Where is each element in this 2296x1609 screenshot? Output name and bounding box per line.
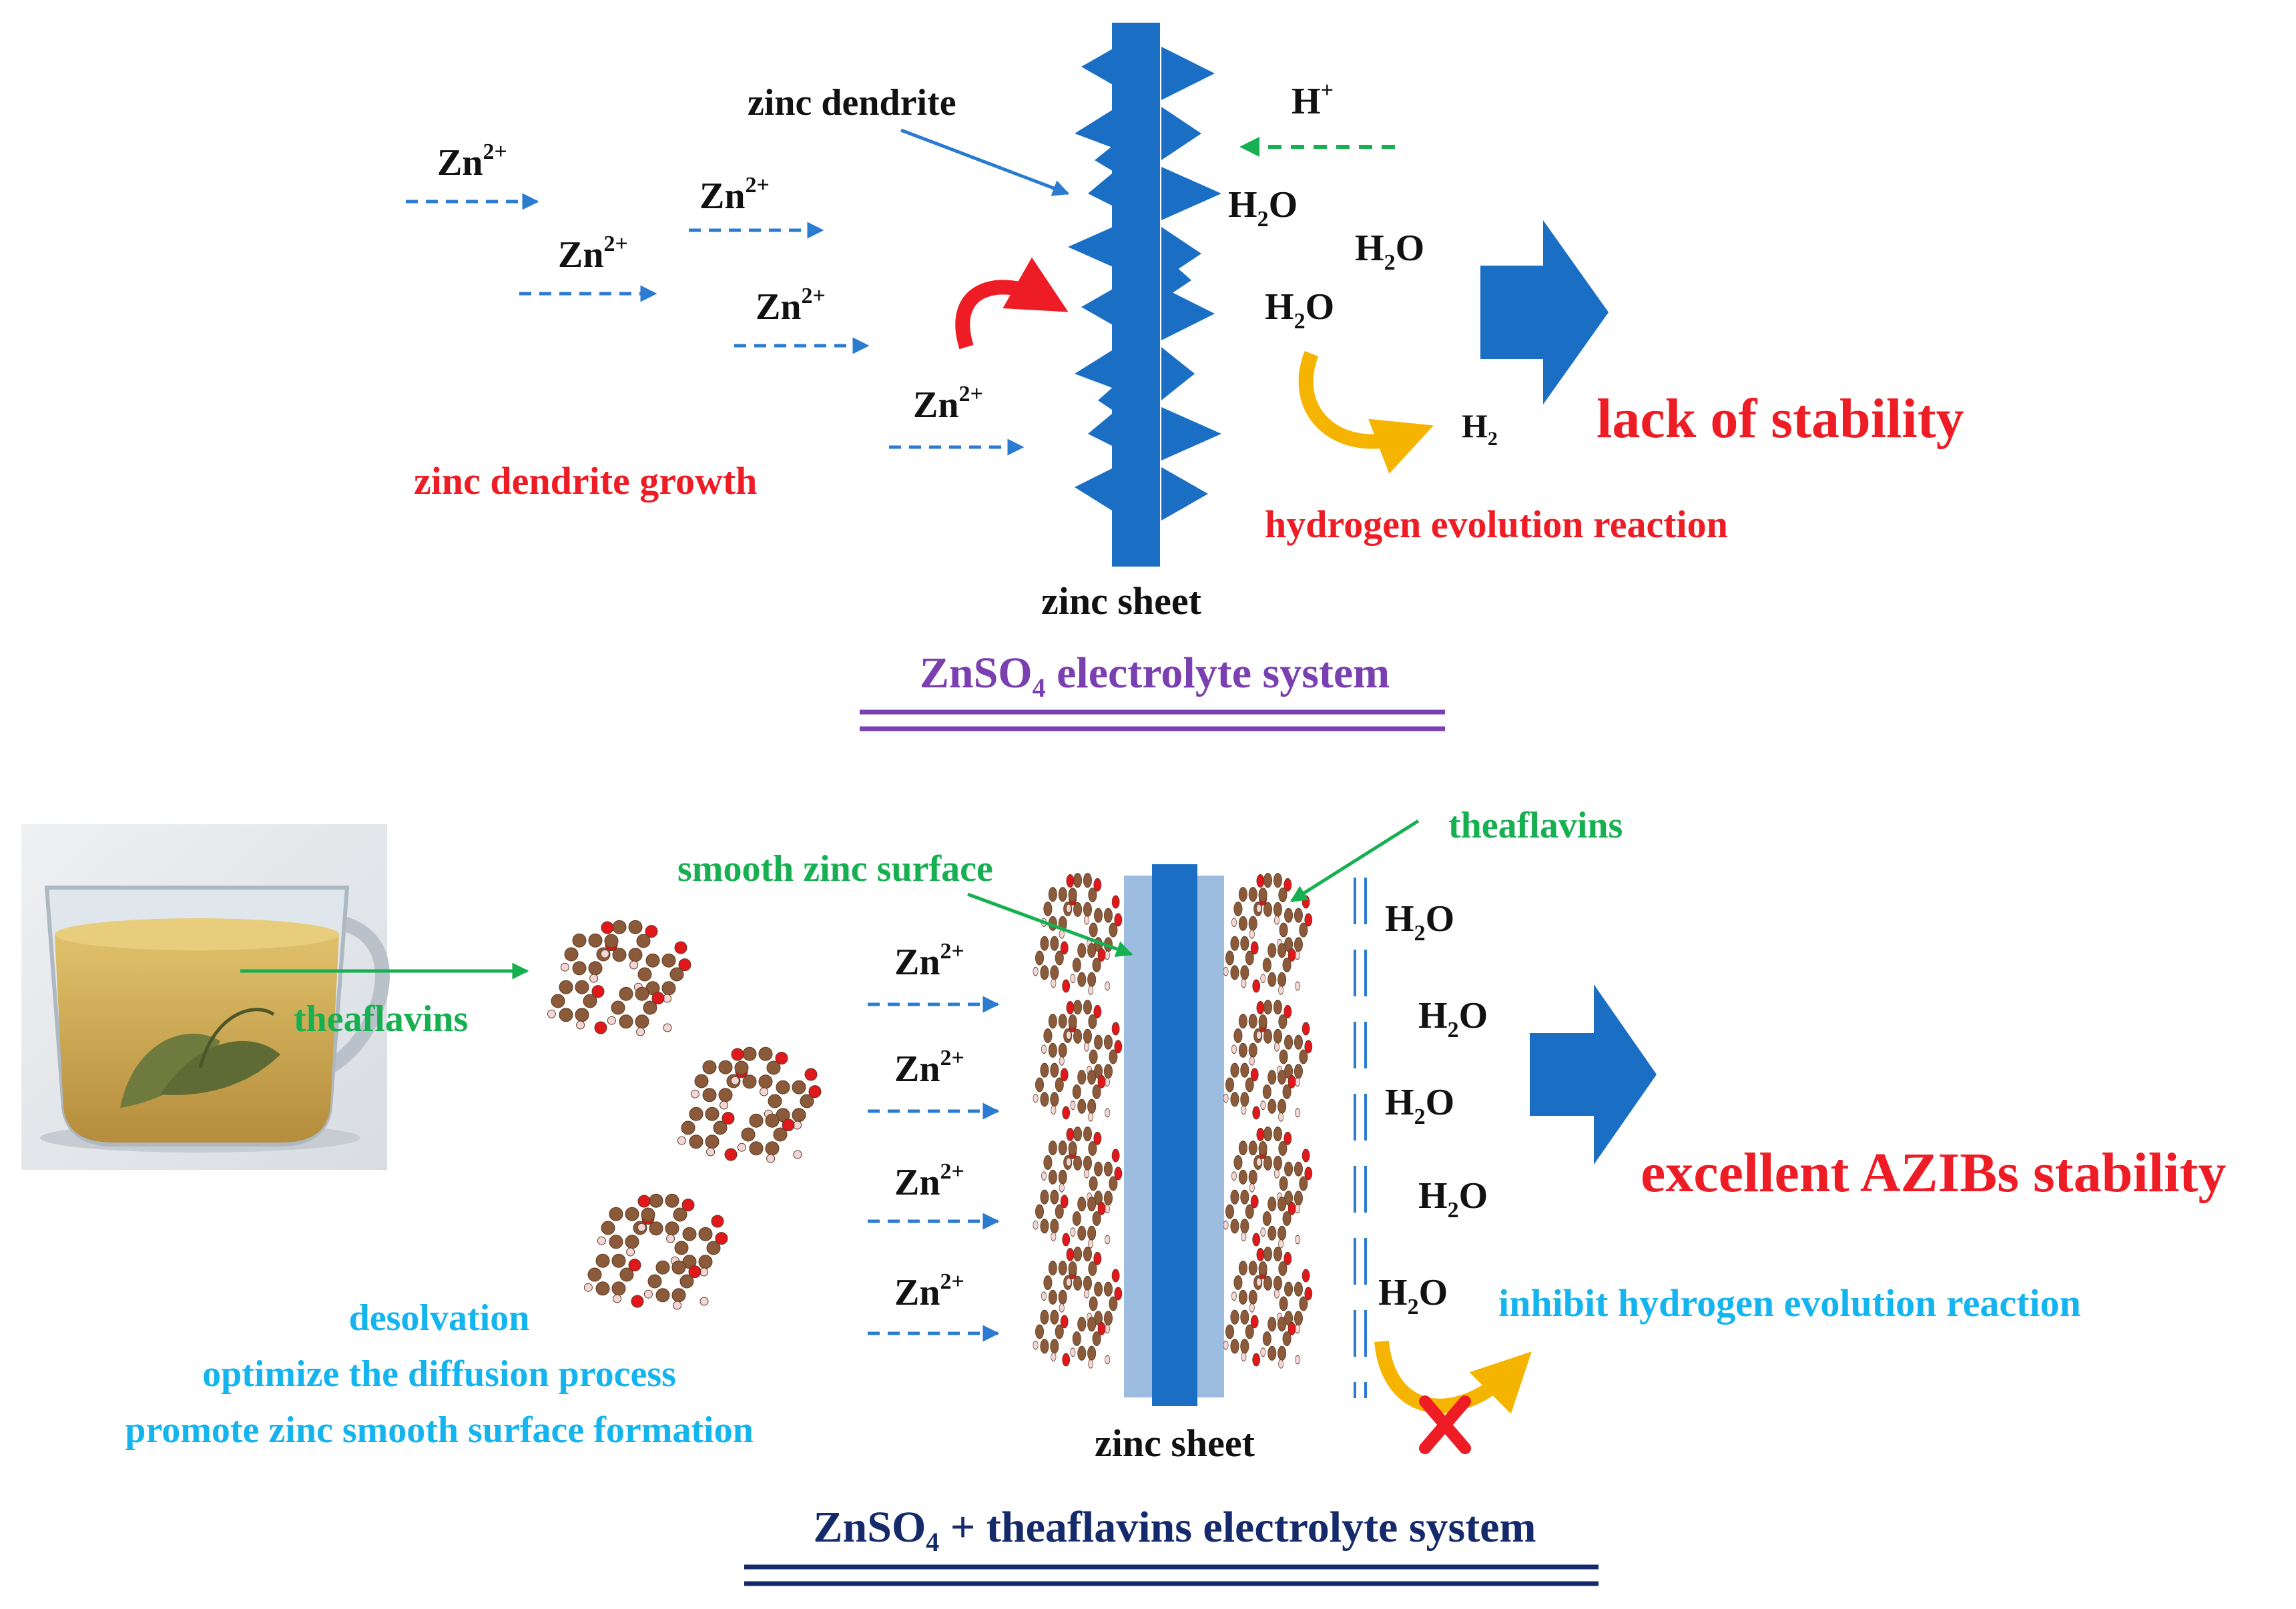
hydrogen-evolution-reaction-label: hydrogen evolution reaction (1265, 503, 1728, 546)
barrier-lines (1354, 878, 1367, 1398)
system-title-top: ZnSO4 electrolyte system (920, 649, 1390, 703)
theaflavin-molecule-2 (677, 1046, 822, 1163)
theaflavin-molecule-1 (547, 920, 691, 1036)
svg-text:Zn2+: Zn2+ (894, 1269, 964, 1313)
zn-ion-bottom-4: Zn2+ (868, 1269, 1000, 1342)
svg-text:Zn2+: Zn2+ (894, 1046, 964, 1090)
bottom-panel: theaflavins smooth zinc surface theaflav… (21, 805, 2226, 1586)
tea-cup-image (21, 824, 390, 1170)
excellent-stability-label: excellent AZIBs stability (1641, 1142, 2226, 1204)
theaflavins-top-label: theaflavins (1448, 805, 1623, 846)
desolvation-line-2: optimize the diffusion process (202, 1353, 676, 1395)
zn-ion-bottom-2: Zn2+ (868, 1046, 1000, 1120)
desolvation-line-1: desolvation (349, 1297, 530, 1339)
svg-text:Zn2+: Zn2+ (894, 939, 964, 983)
zn-ion-top-2: Zn2+ (689, 173, 824, 239)
svg-text:Zn2+: Zn2+ (756, 284, 826, 328)
zn-ion-bottom-1: Zn2+ (868, 939, 1000, 1013)
zn-ion-top-5: Zn2+ (889, 382, 1025, 456)
svg-text:Zn2+: Zn2+ (437, 139, 507, 184)
water-top-2: H2O (1355, 228, 1424, 275)
zinc-dendrite-label: zinc dendrite (748, 82, 956, 123)
dendrite-growth-arrow (955, 257, 1069, 350)
water-bottom-5: H2O (1378, 1272, 1448, 1319)
zinc-dendrite-growth-label: zinc dendrite growth (414, 459, 757, 503)
theaflavins-pointer (1289, 819, 1420, 903)
svg-text:Zn2+: Zn2+ (894, 1159, 964, 1203)
result-arrow-bottom (1530, 984, 1657, 1165)
svg-text:Zn2+: Zn2+ (913, 382, 983, 426)
water-bottom-1: H2O (1385, 898, 1454, 946)
adsorbed-theaflavins-left (1033, 873, 1123, 1369)
zinc-dendrites-right (1161, 47, 1221, 521)
her-arrow (1298, 351, 1434, 474)
h2-label: H2 (1462, 407, 1498, 450)
zinc-sheet-label-bottom: zinc sheet (1095, 1421, 1255, 1465)
inhibit-her-label: inhibit hydrogen evolution reaction (1498, 1281, 2081, 1325)
zn-ion-top-4: Zn2+ (734, 284, 870, 354)
zinc-sheet-bottom (1152, 864, 1197, 1406)
svg-text:Zn2+: Zn2+ (699, 173, 770, 217)
water-top-3: H2O (1265, 286, 1334, 334)
water-bottom-3: H2O (1385, 1082, 1454, 1129)
zinc-dendrite-pointer (900, 128, 1070, 196)
adsorbed-theaflavins-right (1223, 873, 1313, 1369)
system-title-bottom: ZnSO4 + theaflavins electrolyte system (814, 1503, 1536, 1557)
zn-ion-top-3: Zn2+ (519, 232, 657, 302)
theaflavin-molecule-3 (583, 1193, 728, 1310)
theaflavins-tea-label: theaflavins (294, 998, 468, 1040)
h-plus-label: H+ (1292, 78, 1334, 122)
result-arrow-top (1480, 220, 1609, 404)
zn-ion-bottom-3: Zn2+ (868, 1159, 1000, 1230)
zinc-sheet-top (1112, 23, 1160, 567)
smooth-zinc-surface-label: smooth zinc surface (677, 848, 993, 890)
desolvation-line-3: promote zinc smooth surface formation (125, 1409, 753, 1451)
zn-ion-top-1: Zn2+ (406, 139, 539, 210)
water-top-1: H2O (1228, 184, 1298, 232)
smooth-surface-pointer (967, 892, 1133, 957)
lack-of-stability-label: lack of stability (1597, 388, 1964, 450)
water-bottom-2: H2O (1418, 995, 1488, 1042)
water-bottom-4: H2O (1418, 1175, 1488, 1223)
inhibited-her-arrow (1374, 1340, 1532, 1414)
svg-text:Zn2+: Zn2+ (558, 232, 628, 276)
inhibit-cross-icon (1419, 1395, 1471, 1454)
zinc-sheet-label-top: zinc sheet (1041, 579, 1202, 623)
top-panel: zinc dendrite H+ Zn2+ Zn2+ Zn2+ Zn2+ Zn2… (406, 23, 1964, 731)
